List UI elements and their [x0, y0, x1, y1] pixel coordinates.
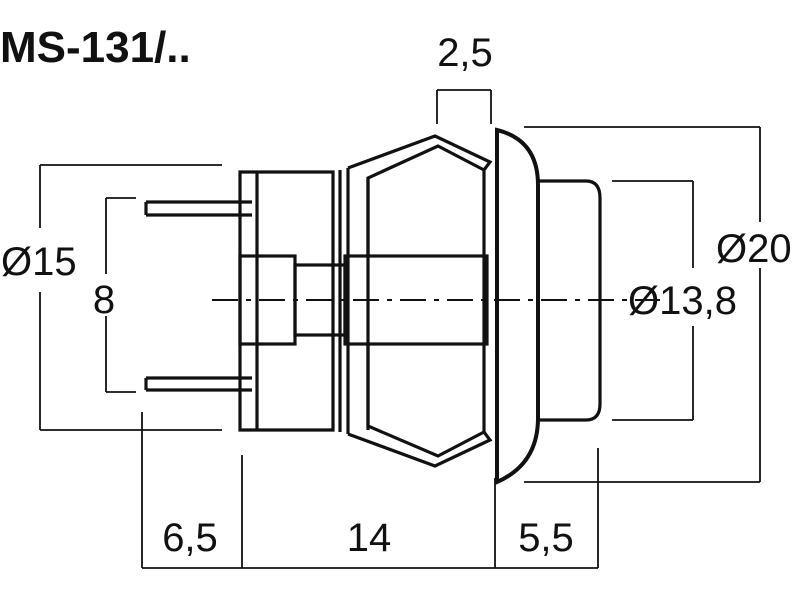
part-title: MS-131/..	[0, 23, 191, 72]
dimension-lines	[39, 89, 761, 569]
housing-lower	[347, 344, 493, 468]
dim-diameter-body: Ø15	[1, 240, 77, 284]
dim-top-width: 2,5	[437, 31, 493, 75]
dim-bottom-right: 5,5	[518, 516, 574, 560]
pin-bottom	[144, 376, 252, 392]
pin-top	[144, 200, 252, 217]
dim-diameter-cap: Ø13,8	[628, 279, 737, 323]
dim-bottom-middle: 14	[347, 516, 392, 560]
dim-bottom-left: 6,5	[162, 516, 218, 560]
bezel	[495, 127, 540, 486]
dim-diameter-bezel: Ø20	[716, 227, 792, 271]
dim-pin-spacing: 8	[93, 278, 115, 322]
